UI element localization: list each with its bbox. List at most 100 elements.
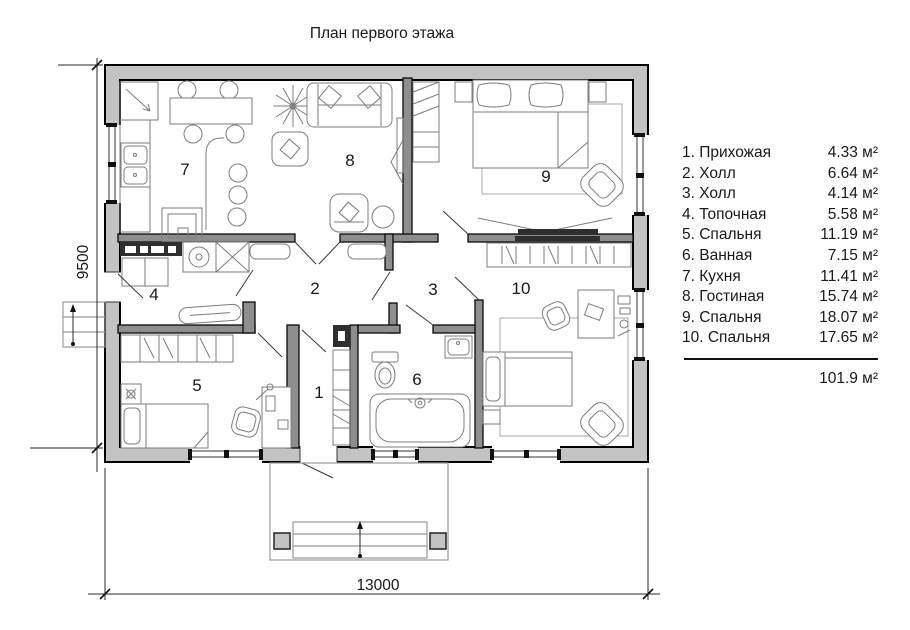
- dresser-icon: [477, 217, 613, 235]
- room-label-6: 6: [412, 370, 421, 389]
- window-room9: [634, 133, 645, 216]
- door-frame-icon: [333, 325, 350, 347]
- bedroom5-furniture: [120, 334, 292, 449]
- coffee-table-icon: [371, 205, 395, 229]
- room-label-2: 2: [310, 279, 319, 298]
- dimension-width-label: 13000: [356, 577, 399, 594]
- window-room10: [634, 288, 645, 361]
- dimension-height-label: 9500: [75, 244, 92, 279]
- side-steps: [62, 301, 106, 348]
- room-label-10: 10: [512, 279, 531, 298]
- legend-item-label: 5. Спальня: [682, 226, 762, 243]
- plant-table-icon: [120, 383, 142, 405]
- desk-chair-icon: [541, 301, 571, 331]
- porch-post-icon: [273, 532, 291, 550]
- legend-item-area: 11.19 м²: [820, 226, 878, 243]
- windows: [104, 123, 645, 463]
- window-room5: [188, 449, 263, 460]
- desk-icon: [577, 289, 615, 339]
- porch: [269, 462, 449, 561]
- room-labels: 1 2 3 4 5 6 7 8 9 10: [149, 151, 550, 402]
- window-kitchen: [106, 123, 117, 204]
- room-label-5: 5: [192, 376, 201, 395]
- kitchen-furniture: [119, 80, 253, 243]
- kitchen-sink-icon: [120, 142, 151, 188]
- washbasin-icon: [444, 335, 473, 359]
- room-label-9: 9: [541, 167, 550, 186]
- legend-item-label: 2. Холл: [682, 165, 736, 182]
- armchair-icon: [329, 193, 369, 233]
- legend-item-area: 4.14 м²: [828, 185, 878, 202]
- chair-icon: [219, 80, 239, 100]
- dining-table-icon: [169, 97, 253, 125]
- plant-icon: [273, 85, 313, 127]
- room-label-8: 8: [345, 151, 354, 170]
- chair-icon: [177, 80, 197, 100]
- bar-counter-icon: [205, 137, 225, 230]
- legend-item-area: 7.15 м²: [828, 247, 878, 264]
- bathroom-furniture: [369, 335, 473, 448]
- dimension-width: 13000: [88, 468, 660, 600]
- desk-chair-icon: [231, 406, 261, 438]
- armchair-icon: [580, 402, 624, 446]
- ironing-board-icon: [178, 303, 242, 325]
- legend-item-label: 4. Топочная: [682, 206, 766, 223]
- dimension-height: 9500: [30, 58, 103, 472]
- armchair-icon: [271, 131, 309, 167]
- wardrobe-icon: [412, 81, 440, 163]
- legend-item-area: 15.74 м²: [819, 288, 878, 305]
- toilet-icon: [371, 351, 399, 389]
- bedside-table-icon: [482, 409, 501, 425]
- tv-icon: [390, 117, 404, 185]
- legend-item-area: 11.41 м²: [820, 268, 878, 285]
- legend-item-label: 10. Спальня: [682, 329, 770, 346]
- window-room10-south: [490, 449, 561, 460]
- legend-total: 101.9 м²: [819, 370, 878, 387]
- cabinet-row-icon: [120, 242, 182, 256]
- room-label-7: 7: [180, 160, 189, 179]
- sofa-icon: [306, 82, 393, 128]
- wardrobe-icon: [486, 236, 632, 268]
- legend-item-label: 1. Прихожая: [682, 144, 771, 161]
- boiler-room-furniture: [120, 241, 250, 325]
- room-label-3: 3: [428, 280, 437, 299]
- shelf-items-icon: [617, 295, 631, 337]
- window-bath: [371, 449, 419, 460]
- legend-item-area: 6.64 м²: [828, 165, 878, 182]
- room-legend: 1. Прихожая 4.33 м² 2. Холл 6.64 м² 3. Х…: [682, 144, 878, 387]
- built-in-wardrobe-icon: [332, 349, 351, 446]
- legend-item-label: 6. Ванная: [682, 247, 752, 264]
- door-swings: [117, 210, 480, 479]
- porch-post-icon: [429, 532, 447, 550]
- boiler-icon: [215, 241, 250, 273]
- armchair-icon: [580, 163, 624, 207]
- bar-stool-icon: [227, 207, 247, 227]
- double-bed-icon: [472, 79, 589, 169]
- legend-item-area: 17.65 м²: [819, 329, 878, 346]
- page-title: План первого этажа: [310, 25, 455, 42]
- legend-item-area: 18.07 м²: [819, 309, 878, 326]
- hallway-furniture: [249, 243, 387, 446]
- bedroom9-furniture: [412, 79, 624, 235]
- legend-item-label: 9. Спальня: [682, 309, 762, 326]
- bathtub-icon: [369, 393, 471, 448]
- bed-icon: [120, 403, 209, 449]
- legend-item-area: 5.58 м²: [828, 206, 878, 223]
- room-label-1: 1: [314, 383, 323, 402]
- nightstand-icon: [454, 81, 473, 103]
- bar-stool-icon: [228, 185, 248, 205]
- legend-item-area: 4.33 м²: [828, 144, 878, 161]
- living-room-furniture: [271, 82, 404, 233]
- room-label-4: 4: [149, 285, 158, 304]
- legend-item-label: 7. Кухня: [682, 268, 741, 285]
- desk-icon: [255, 383, 292, 449]
- bed-icon: [482, 351, 573, 407]
- bedroom10-furniture: [482, 236, 632, 446]
- bench-icon: [347, 243, 387, 260]
- washing-machine-icon: [182, 241, 217, 273]
- chair-icon: [183, 124, 203, 144]
- legend-item-label: 8. Гостиная: [682, 288, 764, 305]
- nightstand-icon: [588, 81, 607, 103]
- wardrobe-icon: [120, 334, 234, 363]
